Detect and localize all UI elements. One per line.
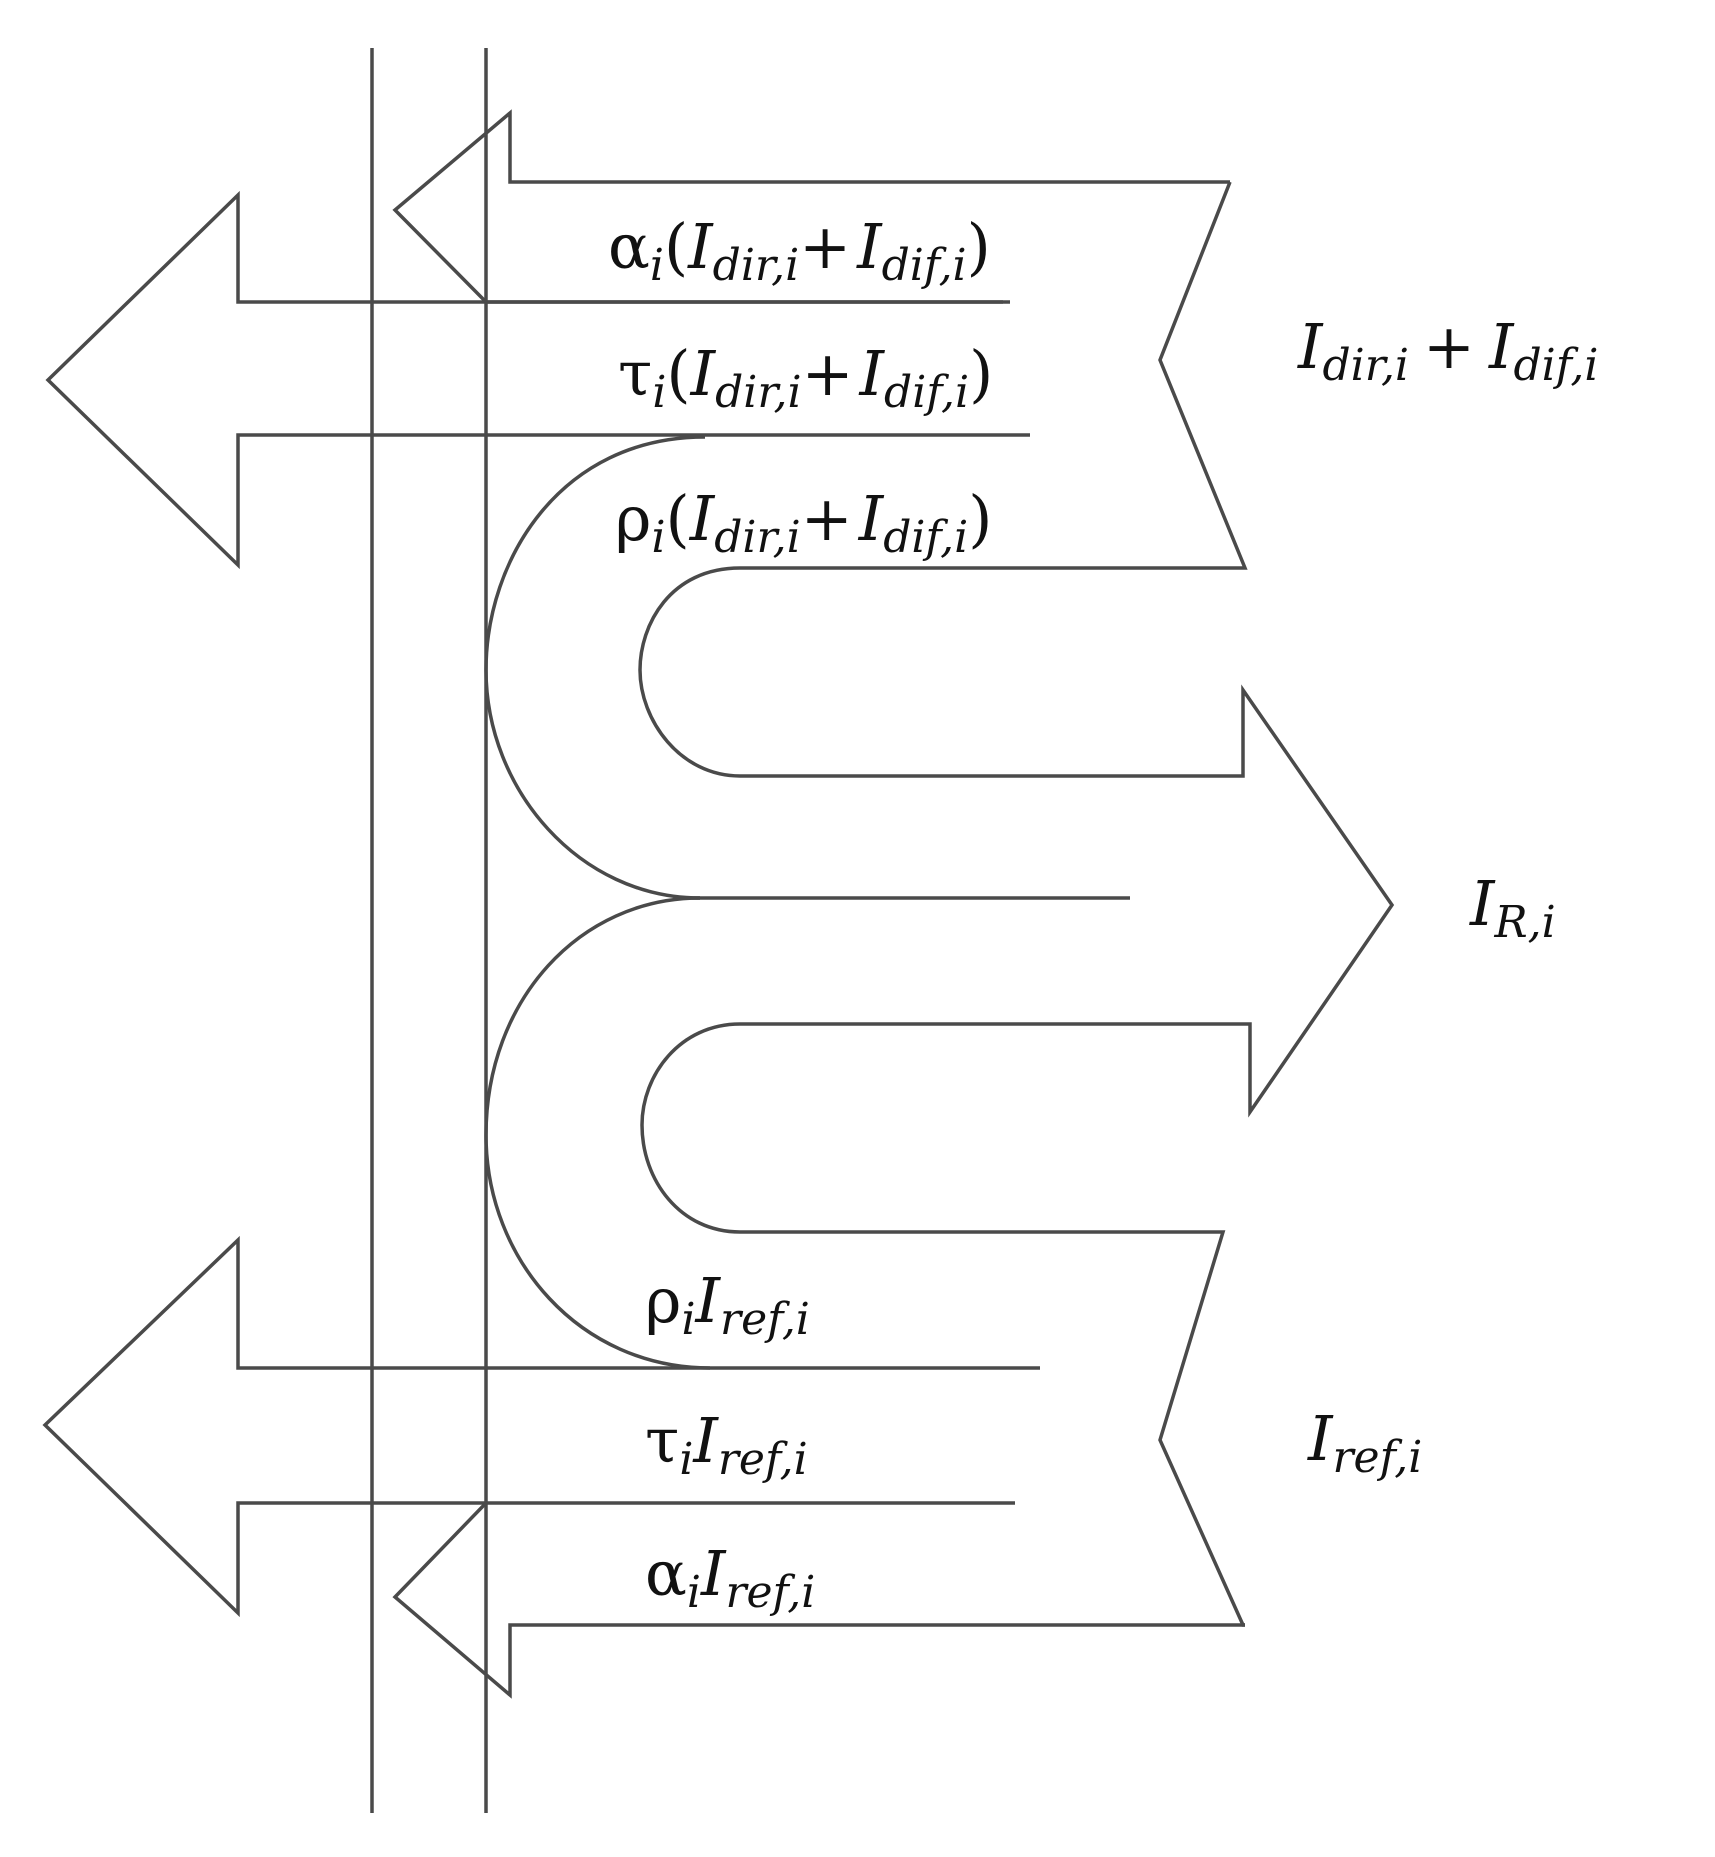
incident-chevron-tail-upper bbox=[740, 181, 1248, 570]
label-incident-total: Idir,i+Idif,i bbox=[1297, 310, 1598, 391]
label-rho-incident: ρi(Idir,i+Idif,i) bbox=[615, 482, 992, 563]
incident-chevron-tail-lower bbox=[740, 1230, 1245, 1627]
label-alpha-ref: αiIref,i bbox=[645, 1537, 815, 1618]
label-incident-ref: Iref,i bbox=[1307, 1402, 1422, 1483]
reflected-out-arrow bbox=[740, 684, 1395, 1118]
reflected-inner-curve-lower bbox=[640, 1022, 741, 1234]
absorbed-arrow-lower bbox=[392, 1501, 1245, 1699]
labels: αi(Idir,i+Idif,i) τi(Idir,i+Idif,i) ρi(I… bbox=[608, 210, 1598, 1618]
label-alpha-incident: αi(Idir,i+Idif,i) bbox=[608, 210, 991, 291]
reflected-inner-curve-upper bbox=[638, 566, 741, 778]
upper-flow-group bbox=[45, 109, 1248, 900]
label-reflected-out: IR,i bbox=[1469, 867, 1556, 948]
label-tau-incident: τi(Idir,i+Idif,i) bbox=[618, 337, 993, 418]
reflected-out-group bbox=[690, 684, 1395, 1118]
reflected-curve-upper bbox=[484, 435, 706, 900]
reflected-curve-lower bbox=[484, 896, 711, 1370]
label-tau-ref: τiIref,i bbox=[645, 1404, 808, 1485]
lower-flow-group bbox=[42, 896, 1245, 1699]
label-rho-ref: ρiIref,i bbox=[645, 1264, 810, 1345]
transmitted-arrow-lower bbox=[42, 1235, 1040, 1618]
transmitted-arrow-upper bbox=[45, 190, 1030, 570]
glazing-panes bbox=[370, 48, 488, 1813]
